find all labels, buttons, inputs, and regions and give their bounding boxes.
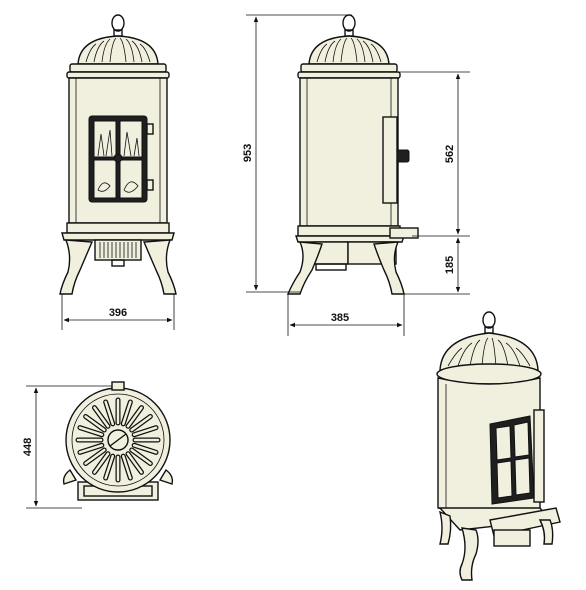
body-height-label: 562 xyxy=(444,145,456,163)
perspective-view xyxy=(436,311,561,581)
vent-petal-inner xyxy=(84,448,106,465)
side-finial-icon xyxy=(342,14,356,32)
body-height-dimension: 562 xyxy=(398,71,470,237)
top-depth-label: 448 xyxy=(22,438,34,456)
vent-petal-inner xyxy=(132,444,158,454)
vent-petal-inner xyxy=(126,406,143,428)
vent-petal-inner xyxy=(132,426,158,436)
vent-petal-inner xyxy=(130,448,152,465)
side-door-handle-icon xyxy=(396,149,410,163)
vent-petal-inner xyxy=(78,444,104,454)
vent-petal-inner xyxy=(104,400,114,426)
side-width-dimension: 385 xyxy=(287,294,405,336)
front-left-leg xyxy=(59,239,94,295)
vent-petal-inner xyxy=(93,406,110,428)
top-depth-dimension: 448 xyxy=(22,385,112,509)
front-door-knob-icon xyxy=(113,153,123,163)
side-left-leg xyxy=(286,241,323,295)
vent-petal-inner xyxy=(122,400,132,426)
total-height-dimension: 953 xyxy=(242,14,352,293)
top-view xyxy=(62,381,174,501)
total-height-label: 953 xyxy=(242,144,254,162)
perspective-front-leg xyxy=(459,527,479,581)
top-vent-petals xyxy=(75,397,161,483)
side-width-label: 385 xyxy=(331,312,349,324)
base-height-label: 185 xyxy=(444,256,456,274)
side-door-profile xyxy=(382,116,398,204)
vent-petal-inner xyxy=(93,452,110,474)
base-height-dimension: 185 xyxy=(404,237,470,295)
perspective-finial-icon xyxy=(482,311,496,329)
vent-petal-inner xyxy=(104,454,114,480)
front-finial-icon xyxy=(111,14,125,32)
front-ash-drawer xyxy=(94,239,142,261)
front-width-dimension: 396 xyxy=(61,294,175,330)
vent-petal-inner xyxy=(78,426,104,436)
front-view xyxy=(59,14,177,295)
side-right-leg xyxy=(373,241,405,295)
front-right-leg xyxy=(142,239,177,295)
vent-petal-inner xyxy=(84,415,106,432)
vent-petal-inner xyxy=(126,452,143,474)
front-width-label: 396 xyxy=(109,307,127,319)
side-view xyxy=(286,14,419,295)
vent-petal-inner xyxy=(122,454,132,480)
vent-petal-inner xyxy=(130,415,152,432)
